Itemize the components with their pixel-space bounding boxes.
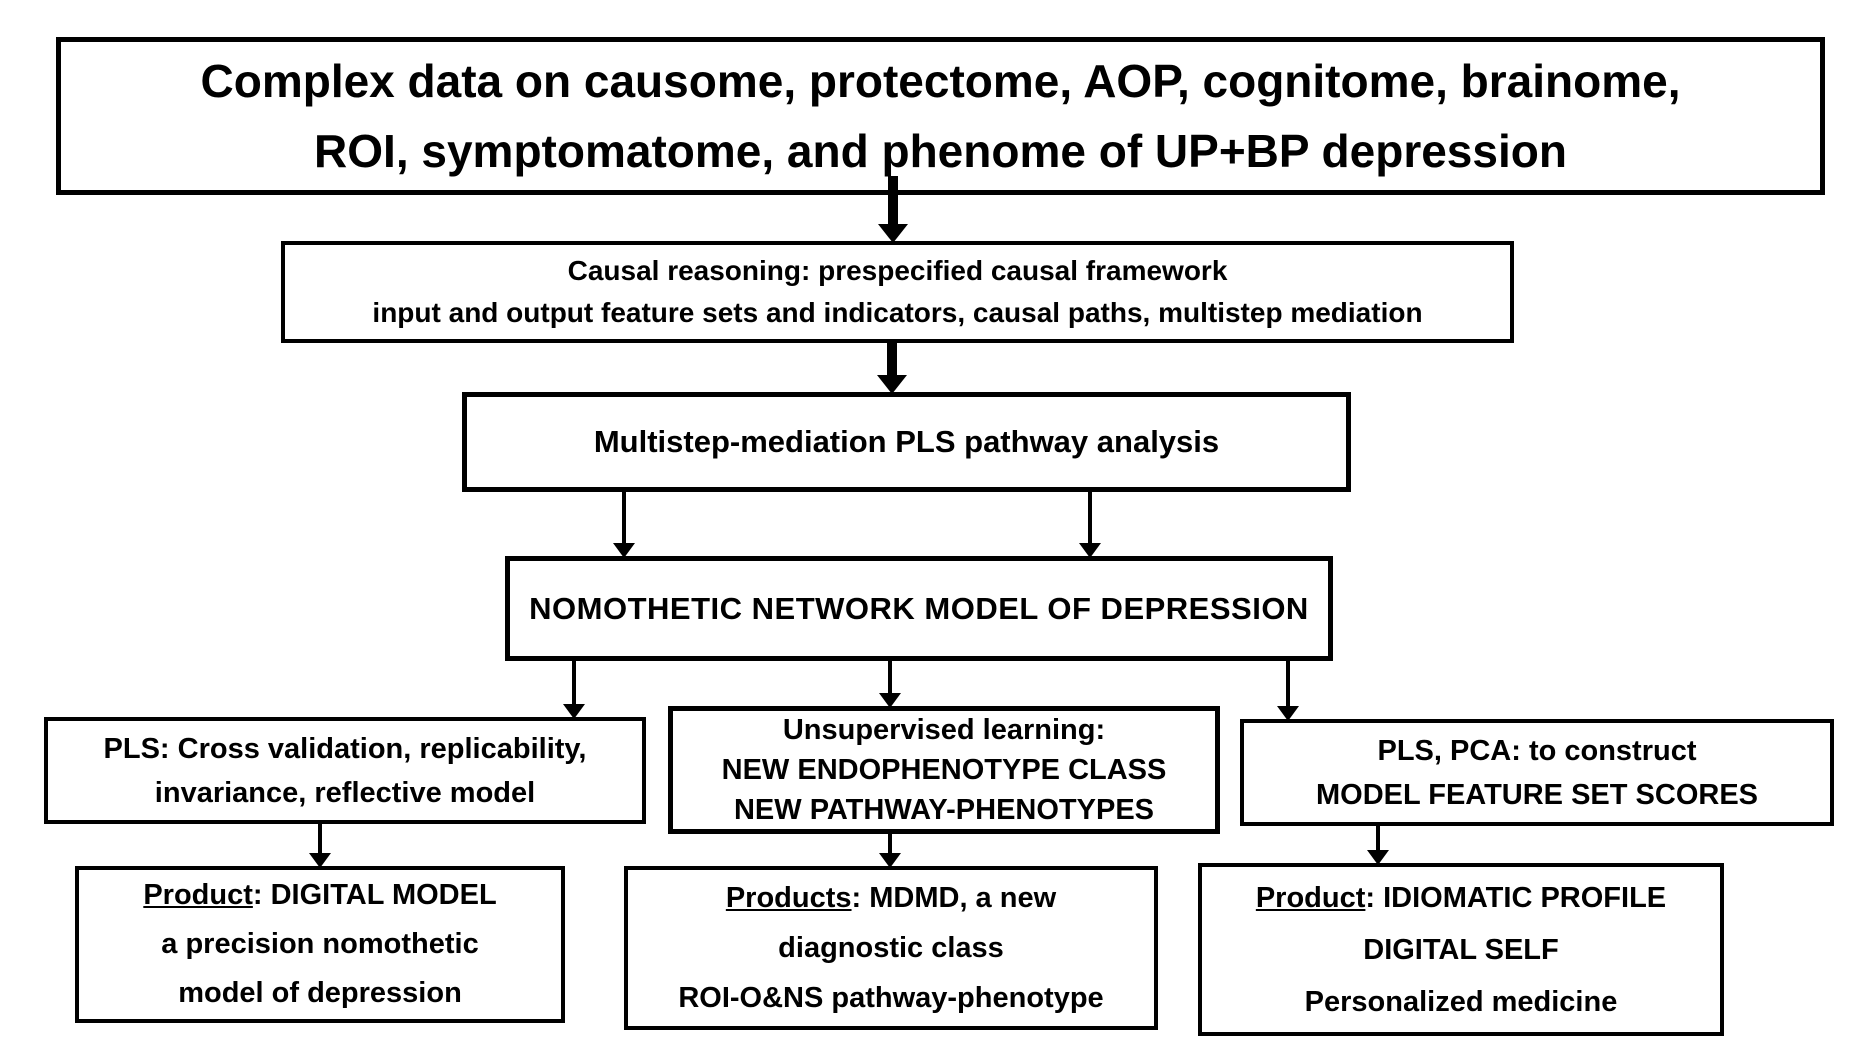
box-product-idiomatic-profile: Product: IDIOMATIC PROFILE DIGITAL SELF … (1198, 863, 1724, 1036)
arrow-complex-to-causal (873, 176, 913, 243)
arrow-head-icon (613, 543, 635, 558)
arrow-unsupervised-to-product (870, 832, 910, 868)
arrow-head-icon (879, 693, 901, 708)
unsupervised-line-2: NEW ENDOPHENOTYPE CLASS (721, 754, 1167, 786)
product-idiomatic-line-2: DIGITAL SELF (1363, 933, 1559, 966)
pls-pathway-label: Multistep-mediation PLS pathway analysis (593, 424, 1220, 459)
arrow-stem (572, 659, 576, 704)
arrow-pls-pathway-to-nomothetic-right (1070, 492, 1110, 558)
arrow-stem (622, 492, 626, 543)
box-nomothetic-model: NOMOTHETIC NETWORK MODEL OF DEPRESSION (505, 556, 1333, 661)
arrow-stem (1286, 659, 1290, 706)
arrow-validation-to-product (300, 821, 340, 868)
box-causal-reasoning: Causal reasoning: prespecified causal fr… (281, 241, 1514, 343)
arrow-stem (1088, 492, 1092, 543)
box-pls-pathway-analysis: Multistep-mediation PLS pathway analysis (462, 392, 1351, 492)
arrow-head-icon (309, 853, 331, 868)
box-model-feature-scores: PLS, PCA: to construct MODEL FEATURE SET… (1240, 719, 1834, 826)
box-complex-data: Complex data on causome, protectome, AOP… (56, 37, 1825, 195)
arrow-nomothetic-to-scores (1268, 659, 1308, 721)
pls-validation-line-1: PLS: Cross validation, replicability, (103, 732, 587, 765)
arrow-head-icon (1367, 850, 1389, 865)
arrow-causal-to-pls-pathway (872, 340, 912, 394)
product-idiomatic-label-rest: : IDIOMATIC PROFILE (1365, 881, 1667, 914)
product-label-rest: : DIGITAL MODEL (252, 879, 497, 911)
box-unsupervised-learning: Unsupervised learning: NEW ENDOPHENOTYPE… (668, 706, 1220, 834)
unsupervised-line-3: NEW PATHWAY-PHENOTYPES (733, 794, 1155, 826)
products-label-underlined: Products (725, 882, 852, 914)
arrow-head-icon (1079, 543, 1101, 558)
complex-data-line-1: Complex data on causome, protectome, AOP… (200, 55, 1681, 107)
product-digital-model-line-3: model of depression (178, 977, 462, 1009)
arrow-stem (887, 340, 897, 375)
complex-data-line-2: ROI, symptomatome, and phenome of UP+BP … (314, 125, 1567, 177)
product-mdmd-line-2: diagnostic class (778, 932, 1004, 964)
product-digital-model-line-2: a precision nomothetic (161, 928, 479, 960)
product-mdmd-line-3: ROI-O&NS pathway-phenotype (678, 982, 1104, 1014)
product-idiomatic-line-3: Personalized medicine (1304, 985, 1618, 1018)
product-digital-model-line-1: Product: DIGITAL MODEL (143, 871, 496, 920)
arrow-head-icon (1277, 706, 1299, 721)
arrow-stem (888, 176, 898, 224)
feature-scores-line-1: PLS, PCA: to construct (1377, 734, 1697, 767)
arrow-head-icon (879, 853, 901, 868)
pls-validation-line-2: invariance, reflective model (154, 776, 536, 809)
box-product-mdmd: Products: MDMD, a new diagnostic class R… (624, 866, 1158, 1030)
feature-scores-line-2: MODEL FEATURE SET SCORES (1315, 778, 1759, 811)
box-product-digital-model: Product: DIGITAL MODEL a precision nomot… (75, 866, 565, 1023)
arrow-stem (888, 659, 892, 693)
arrow-stem (318, 821, 322, 853)
product-idiomatic-line-1: Product: IDIOMATIC PROFILE (1256, 872, 1666, 924)
product-idiomatic-label-underlined: Product (1255, 881, 1366, 914)
product-mdmd-line-1: Products: MDMD, a new (726, 873, 1056, 923)
box-pls-validation: PLS: Cross validation, replicability, in… (44, 717, 646, 824)
unsupervised-line-1: Unsupervised learning: (782, 714, 1106, 746)
arrow-nomothetic-to-validation (554, 659, 594, 719)
arrow-head-icon (877, 375, 907, 394)
arrow-head-icon (563, 704, 585, 719)
arrow-stem (888, 832, 892, 853)
nomothetic-label: NOMOTHETIC NETWORK MODEL OF DEPRESSION (529, 590, 1309, 626)
arrow-head-icon (878, 224, 908, 243)
arrow-scores-to-product (1358, 824, 1398, 865)
product-label-underlined: Product (143, 879, 253, 911)
causal-reasoning-line-2: input and output feature sets and indica… (372, 297, 1423, 328)
causal-reasoning-line-1: Causal reasoning: prespecified causal fr… (567, 255, 1228, 286)
products-label-rest: : MDMD, a new (851, 882, 1057, 914)
arrow-stem (1376, 824, 1380, 850)
arrow-pls-pathway-to-nomothetic-left (604, 492, 644, 558)
arrow-nomothetic-to-unsupervised (870, 659, 910, 708)
